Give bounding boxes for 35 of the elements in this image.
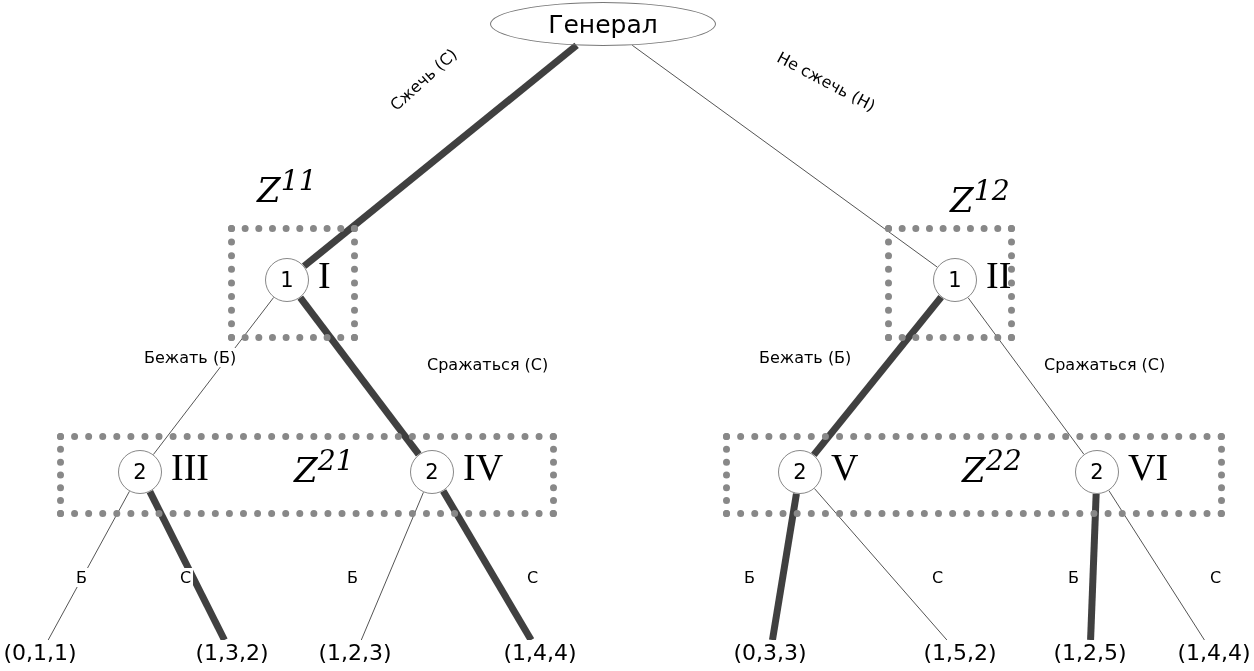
- tree-branch: [967, 297, 1085, 455]
- set-label: Z$^{21}$: [294, 444, 354, 491]
- tree-branch: [47, 490, 130, 641]
- node-numeral: I: [318, 253, 331, 297]
- player-number: 2: [793, 460, 807, 484]
- player-number: 1: [280, 268, 294, 292]
- player-number: 2: [1090, 460, 1104, 484]
- player-number: 2: [425, 460, 439, 484]
- tree-branch: [1087, 493, 1100, 641]
- edge-label: Б: [74, 568, 89, 587]
- tree-branch: [631, 44, 938, 268]
- set-label: Z$^{11}$: [257, 164, 317, 211]
- player-number: 1: [948, 268, 962, 292]
- set-label: Z$^{12}$: [950, 174, 1010, 221]
- tree-branch: [152, 296, 275, 456]
- tree-branch: [814, 488, 948, 641]
- edge-label: С: [178, 568, 194, 587]
- tree-branch: [360, 491, 424, 641]
- player-number: 2: [133, 460, 147, 484]
- tree-branch: [1108, 490, 1205, 641]
- node-numeral: VI: [1128, 445, 1169, 489]
- tree-branch: [440, 489, 535, 642]
- node-numeral: III: [171, 445, 209, 489]
- tree-branch: [297, 295, 422, 457]
- node-numeral: IV: [463, 445, 504, 489]
- edge-label: Бежать (Б): [142, 348, 239, 367]
- information-set-box: [723, 433, 1225, 517]
- node-numeral: II: [986, 253, 1012, 297]
- tree-branch: [811, 294, 944, 458]
- tree-branch: [769, 493, 800, 641]
- node-numeral: V: [831, 445, 859, 489]
- information-set-box: [57, 433, 557, 517]
- set-label: Z$^{22}$: [962, 444, 1022, 491]
- tree-branch: [146, 490, 228, 642]
- tree-branch: [301, 42, 579, 269]
